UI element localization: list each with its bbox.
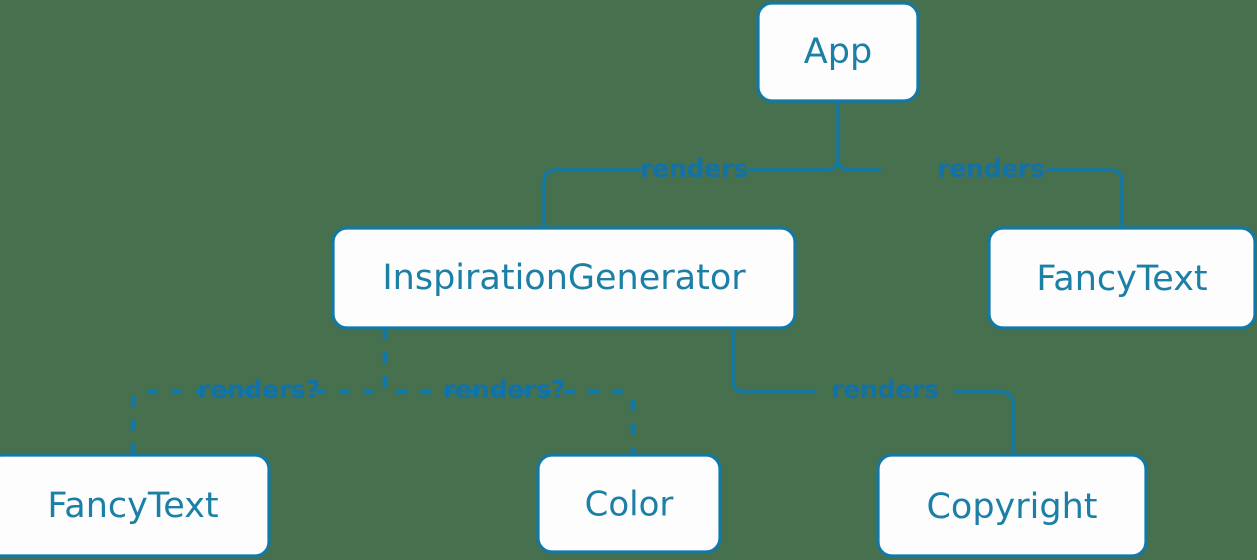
edge-label-inspiration-to-fancytext-bottom: renders?: [198, 375, 320, 404]
node-copyright[interactable]: Copyright: [876, 453, 1148, 558]
edge-app-to-fancytext-right-path: [1045, 168, 1124, 230]
node-color-label: Color: [585, 485, 674, 525]
edge-app-to-inspiration: renders: [542, 99, 840, 230]
edge-app-to-inspiration-path: [542, 168, 642, 230]
node-copyright-box[interactable]: [876, 453, 1148, 558]
edge-label-app-to-inspiration: renders: [640, 154, 748, 183]
edge-inspiration-to-color-path: [396, 389, 636, 455]
node-fancytext-right-box[interactable]: [987, 226, 1257, 330]
edge-inspiration-to-fancytext-bottom-path: [130, 389, 374, 455]
node-fancytext-bottom-box[interactable]: [0, 453, 271, 558]
node-fancytext-bottom-label: FancyText: [47, 486, 218, 526]
node-app[interactable]: App: [756, 1, 920, 103]
edge-inspiration-to-copyright-path: [731, 326, 817, 394]
edge-copyright-riser-path: [953, 390, 1015, 457]
node-color[interactable]: Color: [536, 453, 722, 554]
edge-inspiration-to-copyright: renders: [731, 326, 1015, 457]
node-app-box[interactable]: [756, 1, 920, 103]
edge-inspiration-to-fancytext-bottom: renders?: [130, 375, 374, 455]
edge-layer: renders renders renders renders?: [130, 99, 1124, 457]
node-fancytext-right[interactable]: FancyText: [987, 226, 1257, 330]
edge-app-right-trunk-path: [836, 156, 882, 172]
edge-app-trunk-path: [747, 99, 840, 172]
node-fancytext-right-label: FancyText: [1036, 259, 1207, 299]
edge-label-inspiration-to-color: renders?: [443, 375, 565, 404]
node-app-label: App: [804, 32, 872, 72]
edge-label-inspiration-to-copyright: renders: [831, 375, 939, 404]
node-copyright-label: Copyright: [926, 487, 1097, 527]
edge-app-to-fancytext-right: renders: [836, 154, 1124, 230]
edge-inspiration-to-color: renders?: [396, 375, 636, 455]
node-inspiration-generator-box[interactable]: [331, 226, 797, 330]
node-color-box[interactable]: [536, 453, 722, 554]
edge-label-app-to-fancytext-right: renders: [937, 154, 1045, 183]
node-inspiration-generator[interactable]: InspirationGenerator: [331, 226, 797, 330]
node-inspiration-generator-label: InspirationGenerator: [382, 258, 746, 298]
node-fancytext-bottom[interactable]: FancyText: [0, 453, 271, 558]
